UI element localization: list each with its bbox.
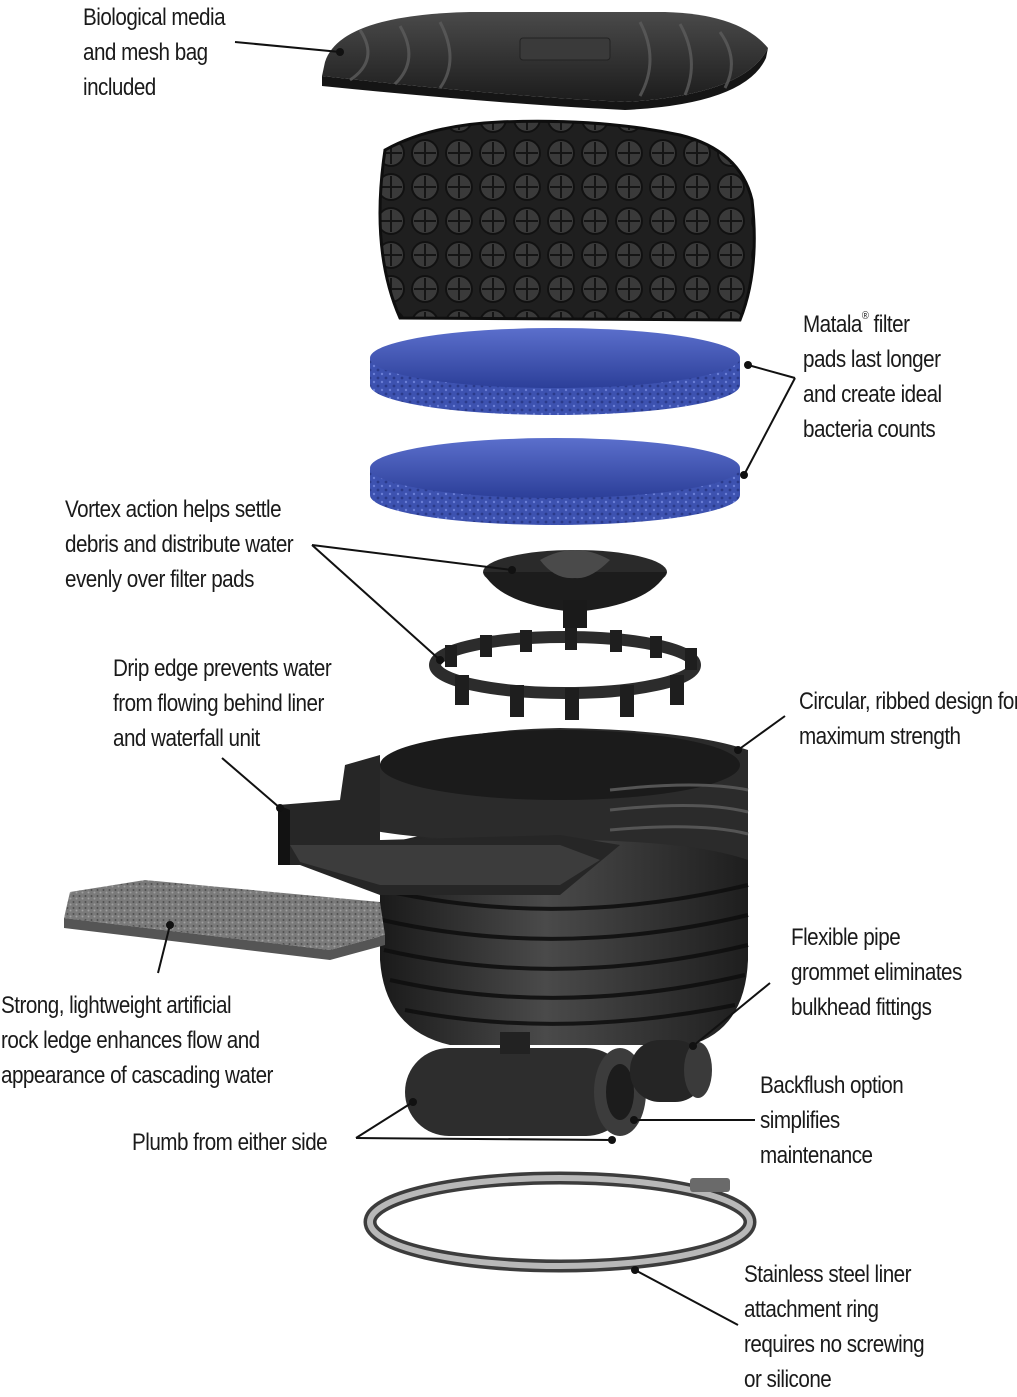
crown-ring bbox=[429, 628, 701, 720]
filter-pad-lower bbox=[370, 438, 740, 525]
plumbing-pipes bbox=[405, 1032, 712, 1136]
rock-ledge bbox=[64, 880, 385, 960]
leader-lines bbox=[157, 41, 796, 1326]
label-circular: Circular, ribbed design for maximum stre… bbox=[799, 688, 1017, 750]
label-bio-media: Biological media and mesh bag included bbox=[83, 4, 226, 101]
label-flexible-pipe: Flexible pipe grommet eliminates bulkhea… bbox=[791, 924, 962, 1021]
vortex-spinner bbox=[483, 550, 667, 628]
bio-media-bag bbox=[378, 119, 756, 322]
label-steel-ring: Stainless steel liner attachment ring re… bbox=[744, 1261, 925, 1393]
steel-ring bbox=[363, 1171, 757, 1273]
label-rock-ledge: Strong, lightweight artificial rock ledg… bbox=[1, 992, 273, 1089]
label-matala-pads: Matala® filter pads last longer and crea… bbox=[803, 310, 942, 444]
filter-pad-upper bbox=[370, 328, 740, 415]
label-drip-edge: Drip edge prevents water from flowing be… bbox=[113, 655, 332, 752]
waterfall-basin bbox=[278, 728, 749, 1045]
lid-tray bbox=[322, 12, 768, 110]
label-vortex: Vortex action helps settle debris and di… bbox=[65, 496, 294, 593]
label-plumb: Plumb from either side bbox=[132, 1129, 328, 1156]
leader-dots bbox=[166, 48, 752, 1274]
label-backflush: Backflush option simplifies maintenance bbox=[760, 1072, 904, 1169]
